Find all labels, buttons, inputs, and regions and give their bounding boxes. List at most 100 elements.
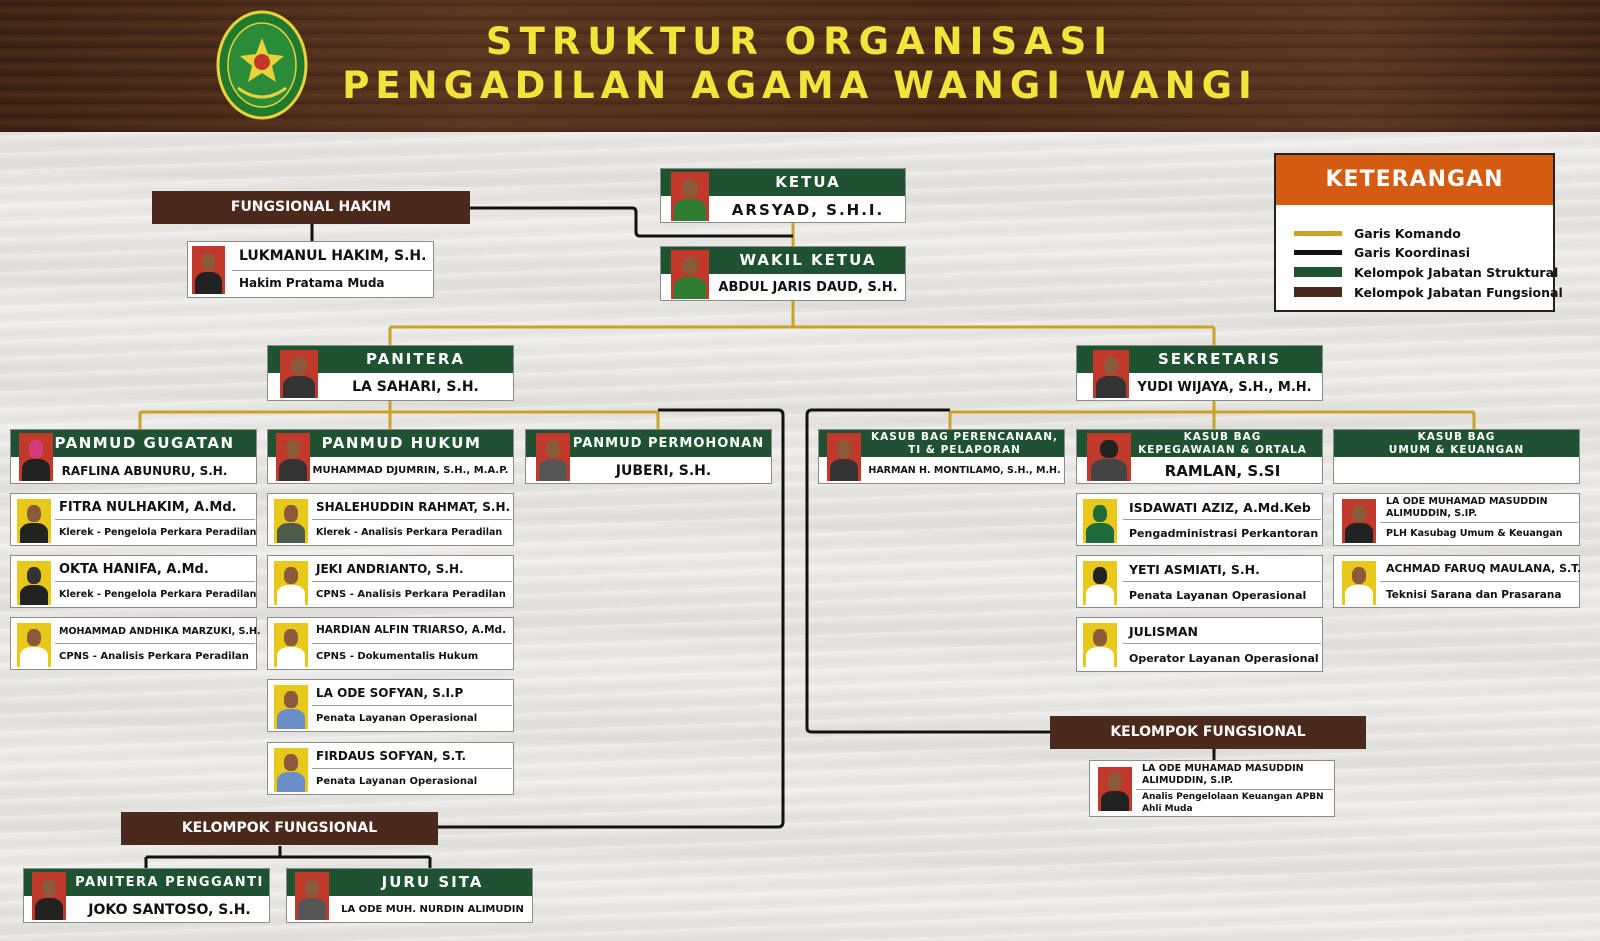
staff-photo [17, 623, 51, 667]
staff-card: JEKI ANDRIANTO, S.H. CPNS - Analisis Per… [267, 555, 514, 608]
staff-name: LA ODE SOFYAN, S.I.P [316, 686, 464, 700]
staff-role: Penata Layanan Operasional [316, 776, 478, 787]
legend-label: Garis Koordinasi [1354, 245, 1471, 260]
staff-photo [1083, 623, 1117, 667]
staff-name: SHALEHUDDIN RAHMAT, S.H. [316, 500, 511, 514]
panitera-pengganti-box: PANITERA PENGGANTI JOKO SANTOSO, S.H. [23, 868, 270, 923]
juru-sita-photo [295, 872, 329, 920]
kasubbag-kepegawaian-photo [1087, 433, 1131, 481]
staff-card: FITRA NULHAKIM, A.Md. Klerek - Pengelola… [10, 493, 257, 546]
fungsional-hakim-label: FUNGSIONAL HAKIM [152, 191, 470, 224]
legend-swatch-koordinasi [1294, 250, 1342, 255]
staff-card: FIRDAUS SOFYAN, S.T. Penata Layanan Oper… [267, 742, 514, 795]
panitera-box: PANITERA LA SAHARI, S.H. [267, 345, 514, 401]
staff-photo [17, 499, 51, 543]
staff-photo [274, 499, 308, 543]
panmud-hukum-photo [276, 433, 310, 481]
role-line: Analis Pengelolaan Keuangan APBN [1142, 792, 1324, 802]
staff-photo [1342, 499, 1376, 543]
staff-photo [274, 561, 308, 605]
kasubbag-perencanaan-photo [827, 433, 861, 481]
staff-name: FITRA NULHAKIM, A.Md. [59, 500, 237, 515]
panmud-hukum-box: PANMUD HUKUM MUHAMMAD DJUMRIN, S.H., M.A… [267, 429, 514, 484]
legend-swatch-fungsional [1294, 287, 1342, 297]
legend-label: Garis Komando [1354, 226, 1461, 241]
panmud-permohonan-photo [536, 433, 570, 481]
staff-role: Klerek - Pengelola Perkara Peradilan [59, 589, 257, 600]
kasubbag-umum-box: KASUB BAG UMUM & KEUANGAN [1333, 429, 1580, 484]
staff-role: CPNS - Dokumentalis Hukum [316, 651, 479, 662]
panitera-pengganti-photo [32, 872, 66, 920]
hakim-card: LUKMANUL HAKIM, S.H. Hakim Pratama Muda [187, 241, 434, 298]
staff-card: OKTA HANIFA, A.Md. Klerek - Pengelola Pe… [10, 555, 257, 608]
staff-role: Klerek - Pengelola Perkara Peradilan [59, 527, 257, 538]
staff-role: Operator Layanan Operasional [1129, 652, 1319, 665]
panitera-pengganti-name: JOKO SANTOSO, S.H. [88, 902, 251, 918]
panitera-name: LA SAHARI, S.H. [352, 379, 479, 395]
staff-photo [17, 561, 51, 605]
sekretaris-photo [1093, 350, 1129, 398]
title-line-1: STRUKTUR ORGANISASI [485, 20, 1115, 63]
hakim-name: LUKMANUL HAKIM, S.H. [239, 248, 427, 264]
hakim-photo [192, 246, 225, 294]
wakil-ketua-photo [671, 250, 709, 299]
title-line: TI & PELAPORAN [908, 444, 1021, 456]
staff-card: HARDIAN ALFIN TRIARSO, A.Md. CPNS - Doku… [267, 617, 514, 670]
panmud-gugatan-box: PANMUD GUGATAN RAFLINA ABUNURU, S.H. [10, 429, 257, 484]
kasubbag-kepegawaian-name: RAMLAN, S.SI [1164, 462, 1281, 480]
garis-koordinasi-lines [144, 206, 1216, 868]
legend-swatch-struktural [1294, 267, 1342, 277]
panmud-hukum-name: MUHAMMAD DJUMRIN, S.H., M.A.P. [312, 465, 509, 476]
staff-role: Klerek - Analisis Perkara Peradilan [316, 527, 503, 538]
staff-photo [274, 685, 308, 729]
legend-label: Kelompok Jabatan Fungsional [1354, 285, 1563, 300]
name-line: ALIMUDDIN, S.IP. [1142, 775, 1234, 786]
staff-card: YETI ASMIATI, S.H. Penata Layanan Operas… [1076, 555, 1323, 608]
title-line: KASUB BAG [1417, 431, 1496, 443]
sekretaris-box: SEKRETARIS YUDI WIJAYA, S.H., M.H. [1076, 345, 1323, 401]
court-emblem-icon [216, 10, 308, 120]
name-line: LA ODE MUHAMAD MASUDDIN [1386, 496, 1548, 507]
staff-role: CPNS - Analisis Perkara Peradilan [316, 589, 506, 600]
staff-name: OKTA HANIFA, A.Md. [59, 562, 209, 577]
ketua-photo [671, 172, 709, 221]
hakim-role: Hakim Pratama Muda [239, 276, 385, 290]
staff-role: CPNS - Analisis Perkara Peradilan [59, 651, 249, 662]
staff-name: LA ODE MUHAMAD MASUDDIN ALIMUDDIN, S.IP. [1386, 496, 1548, 520]
staff-card: LA ODE SOFYAN, S.I.P Penata Layanan Oper… [267, 679, 514, 732]
staff-role: Penata Layanan Operasional [316, 713, 478, 724]
staff-name: MOHAMMAD ANDHIKA MARZUKI, S.H. [59, 626, 261, 637]
staff-name: ACHMAD FARUQ MAULANA, S.T. [1386, 562, 1582, 575]
name-line: LA ODE MUHAMAD MASUDDIN [1142, 763, 1304, 774]
legend-label: Kelompok Jabatan Struktural [1354, 265, 1559, 280]
title-line: KASUB BAG [1183, 431, 1262, 443]
panmud-permohonan-box: PANMUD PERMOHONAN JUBERI, S.H. [525, 429, 772, 484]
kasubbag-umum-title: KASUB BAG UMUM & KEUANGAN [1334, 430, 1579, 457]
staff-photo [1083, 561, 1117, 605]
staff-role: Teknisi Sarana dan Prasarana [1386, 589, 1562, 601]
staff-name: YETI ASMIATI, S.H. [1129, 562, 1260, 577]
kelompok-fungsional-right-label: KELOMPOK FUNGSIONAL [1050, 716, 1366, 749]
legend-panel: KETERANGAN Garis Komando Garis Koordinas… [1274, 153, 1563, 312]
legend-title: KETERANGAN [1276, 155, 1553, 205]
staff-role: PLH Kasubag Umum & Keuangan [1386, 528, 1563, 539]
role-line: Ahli Muda [1142, 804, 1193, 814]
kasubbag-perencanaan-box: KASUB BAG PERENCANAAN, TI & PELAPORAN HA… [818, 429, 1065, 484]
panitera-photo [280, 350, 318, 398]
juru-sita-name: LA ODE MUH. NURDIN ALIMUDIN [341, 904, 524, 915]
sekretaris-name: YUDI WIJAYA, S.H., M.H. [1137, 380, 1312, 395]
fungsional-right-card: LA ODE MUHAMAD MASUDDIN ALIMUDDIN, S.IP.… [1089, 760, 1335, 817]
kasubbag-kepegawaian-box: KASUB BAG KEPEGAWAIAN & ORTALA RAMLAN, S… [1076, 429, 1323, 484]
staff-name: LA ODE MUHAMAD MASUDDIN ALIMUDDIN, S.IP. [1142, 763, 1304, 787]
wakil-ketua-name: ABDUL JARIS DAUD, S.H. [718, 280, 898, 295]
staff-name: HARDIAN ALFIN TRIARSO, A.Md. [316, 624, 507, 636]
panmud-gugatan-photo [19, 433, 53, 481]
kasubbag-perencanaan-name: HARMAN H. MONTILAMO, S.H., M.H. [868, 465, 1061, 476]
legend-swatch-komando [1294, 231, 1342, 236]
staff-card: MOHAMMAD ANDHIKA MARZUKI, S.H. CPNS - An… [10, 617, 261, 670]
staff-card: SHALEHUDDIN RAHMAT, S.H. Klerek - Analis… [267, 493, 514, 546]
staff-photo [1098, 767, 1132, 811]
panmud-permohonan-name: JUBERI, S.H. [615, 463, 712, 479]
title-line: KASUB BAG PERENCANAAN, [871, 431, 1058, 443]
